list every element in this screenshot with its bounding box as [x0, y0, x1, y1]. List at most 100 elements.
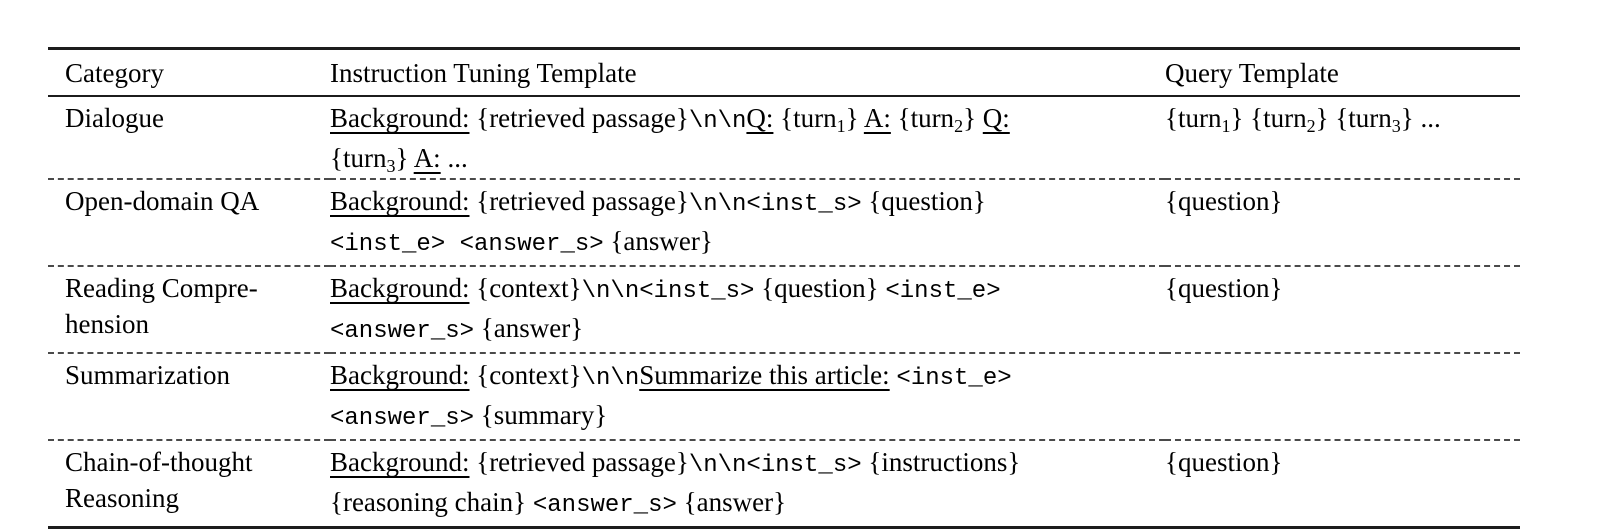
paper-table-figure: Category Instruction Tuning Template Que… — [48, 47, 1520, 529]
instruction-template-cell: Background: {retrieved passage}\n\n<inst… — [330, 179, 1165, 266]
category-line: Chain-of-thought — [65, 444, 330, 480]
text-segment: {summary} — [474, 400, 608, 430]
text-segment: Background: — [330, 360, 470, 390]
templates-table: Category Instruction Tuning Template Que… — [48, 47, 1520, 529]
text-segment: hension — [65, 309, 149, 339]
table-header: Category Instruction Tuning Template Que… — [48, 48, 1520, 97]
text-segment: {question} — [1165, 186, 1283, 216]
text-segment: {reasoning chain} — [330, 487, 533, 517]
category-line: hension — [65, 306, 330, 342]
text-segment: Summarization — [65, 360, 230, 390]
query-template-cell: {turn1} {turn2} {turn3} ... — [1165, 96, 1520, 179]
text-segment: {context} — [469, 273, 582, 303]
text-segment: \n\n<inst_s> — [581, 278, 755, 305]
instruction-template-cell: Background: {retrieved passage}\n\nQ: {t… — [330, 96, 1165, 179]
text-segment: 3 — [386, 156, 396, 176]
text-segment: Background: — [330, 273, 470, 303]
text-segment: Summarize this article: — [639, 360, 890, 390]
query-line: {question} — [1165, 183, 1520, 219]
query-line: {question} — [1165, 270, 1520, 306]
query-line: {turn1} {turn2} {turn3} ... — [1165, 100, 1520, 136]
text-segment: } {turn — [1315, 103, 1392, 133]
text-segment: {answer} — [603, 226, 713, 256]
text-segment: Reasoning — [65, 483, 179, 513]
query-template-cell: {question} — [1165, 440, 1520, 528]
category-line: Dialogue — [65, 100, 330, 136]
text-segment: Q: — [746, 103, 774, 133]
text-segment: Background: — [330, 186, 470, 216]
text-segment: \n\n<inst_s> — [688, 191, 862, 218]
query-line: {question} — [1165, 444, 1520, 480]
instruction-template-cell: Background: {context}\n\nSummarize this … — [330, 353, 1165, 440]
text-segment: 2 — [1306, 116, 1316, 136]
text-segment: \n\n — [688, 108, 747, 135]
text-segment: A: — [413, 143, 441, 173]
instruction-line: Background: {context}\n\n<inst_s> {quest… — [330, 270, 1165, 310]
text-segment: Dialogue — [65, 103, 164, 133]
text-segment: {turn — [773, 103, 837, 133]
text-segment: Open-domain QA — [65, 186, 260, 216]
text-segment: <answer_s> — [330, 405, 475, 432]
category-line: Reading Compre- — [65, 270, 330, 306]
instruction-line: Background: {retrieved passage}\n\n<inst… — [330, 183, 1165, 223]
category-line: Summarization — [65, 357, 330, 393]
instruction-template-cell: Background: {retrieved passage}\n\n<inst… — [330, 440, 1165, 528]
text-segment: Reading Compre- — [65, 273, 258, 303]
table-row: Open-domain QA Background: {retrieved pas… — [48, 179, 1520, 266]
text-segment: {answer} — [474, 313, 584, 343]
category-cell: Summarization — [48, 353, 330, 440]
text-segment: Q: — [982, 103, 1010, 133]
text-segment: 1 — [836, 116, 846, 136]
instruction-line: Background: {retrieved passage}\n\nQ: {t… — [330, 100, 1165, 140]
query-template-cell: {question} — [1165, 179, 1520, 266]
text-segment: ... — [440, 143, 468, 173]
instruction-line: <answer_s> {summary} — [330, 397, 1165, 437]
text-segment: <inst_e> — [885, 278, 1001, 305]
text-segment: <inst_e> <answer_s> — [330, 231, 604, 258]
instruction-line: {reasoning chain} <answer_s> {answer} — [330, 484, 1165, 524]
text-segment: {question} — [754, 273, 886, 303]
text-segment: {retrieved passage} — [469, 447, 689, 477]
text-segment: <inst_e> — [896, 365, 1012, 392]
category-cell: Reading Compre-hension — [48, 266, 330, 353]
text-segment: } — [963, 103, 983, 133]
col-header-category: Category — [48, 48, 330, 97]
category-line: Open-domain QA — [65, 183, 330, 219]
text-segment: <answer_s> — [532, 492, 677, 519]
text-segment: {instructions} — [861, 447, 1021, 477]
text-segment: Background: — [330, 103, 470, 133]
col-header-instruction-template: Instruction Tuning Template — [330, 48, 1165, 97]
text-segment: Chain-of-thought — [65, 447, 253, 477]
category-line: Reasoning — [65, 480, 330, 516]
instruction-template-cell: Background: {context}\n\n<inst_s> {quest… — [330, 266, 1165, 353]
text-segment: <answer_s> — [330, 318, 475, 345]
text-segment: } — [395, 143, 414, 173]
instruction-line: Background: {retrieved passage}\n\n<inst… — [330, 444, 1165, 484]
instruction-line: Background: {context}\n\nSummarize this … — [330, 357, 1165, 397]
text-segment: {retrieved passage} — [469, 186, 689, 216]
header-row: Category Instruction Tuning Template Que… — [48, 48, 1520, 97]
text-segment: } — [845, 103, 864, 133]
category-cell: Dialogue — [48, 96, 330, 179]
text-segment: {turn — [330, 143, 387, 173]
text-segment: {turn — [890, 103, 955, 133]
instruction-line: <answer_s> {answer} — [330, 310, 1165, 350]
query-template-cell: {question} — [1165, 266, 1520, 353]
text-segment: {answer} — [676, 487, 787, 517]
text-segment: 3 — [1391, 116, 1401, 136]
category-cell: Open-domain QA — [48, 179, 330, 266]
text-segment: {context} — [469, 360, 582, 390]
text-segment: {question} — [1165, 447, 1283, 477]
text-segment: \n\n<inst_s> — [688, 452, 862, 479]
text-segment: {question} — [1165, 273, 1283, 303]
col-header-query-template: Query Template — [1165, 48, 1520, 97]
text-segment: {question} — [861, 186, 986, 216]
text-segment: \n\n — [581, 365, 640, 392]
instruction-line: <inst_e> <answer_s> {answer} — [330, 223, 1165, 263]
text-segment: {turn — [1165, 103, 1222, 133]
